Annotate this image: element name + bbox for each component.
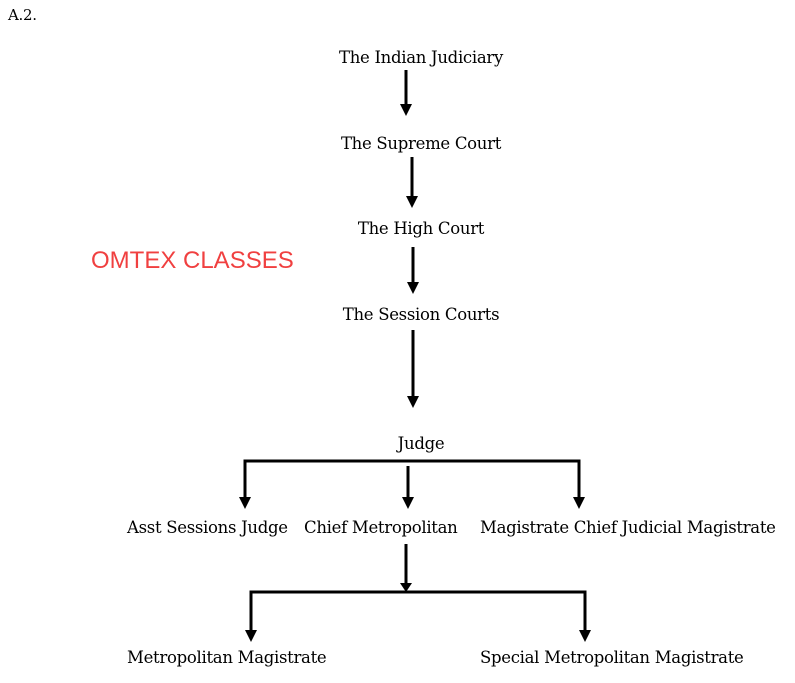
arrowhead — [406, 196, 418, 208]
arrowhead — [400, 104, 412, 116]
arrowhead — [402, 497, 414, 509]
node-chief-metropolitan: Chief Metropolitan — [304, 518, 458, 537]
arrowhead — [407, 396, 419, 408]
watermark: OMTEX CLASSES — [91, 247, 294, 274]
arrowhead — [239, 497, 251, 509]
node-session-courts: The Session Courts — [342, 305, 500, 324]
arrowhead — [579, 630, 591, 642]
node-high-court: The High Court — [357, 219, 485, 238]
node-indian-judiciary: The Indian Judiciary — [339, 48, 503, 67]
arrowhead — [400, 583, 412, 592]
node-supreme-court: The Supreme Court — [340, 134, 502, 153]
arrowhead — [407, 282, 419, 294]
arrowhead — [245, 630, 257, 642]
edge-chief-bus — [249, 590, 587, 630]
edge-judge-bus — [243, 459, 581, 497]
node-magistrate-chief-judicial-magistrate: Magistrate Chief Judicial Magistrate — [480, 518, 776, 537]
node-judge: Judge — [397, 434, 445, 453]
section-heading: A.2. — [8, 6, 37, 24]
arrowhead — [573, 497, 585, 509]
node-special-metropolitan-magistrate: Special Metropolitan Magistrate — [480, 648, 744, 667]
node-metropolitan-magistrate: Metropolitan Magistrate — [127, 648, 327, 667]
node-asst-sessions-judge: Asst Sessions Judge — [127, 518, 288, 537]
